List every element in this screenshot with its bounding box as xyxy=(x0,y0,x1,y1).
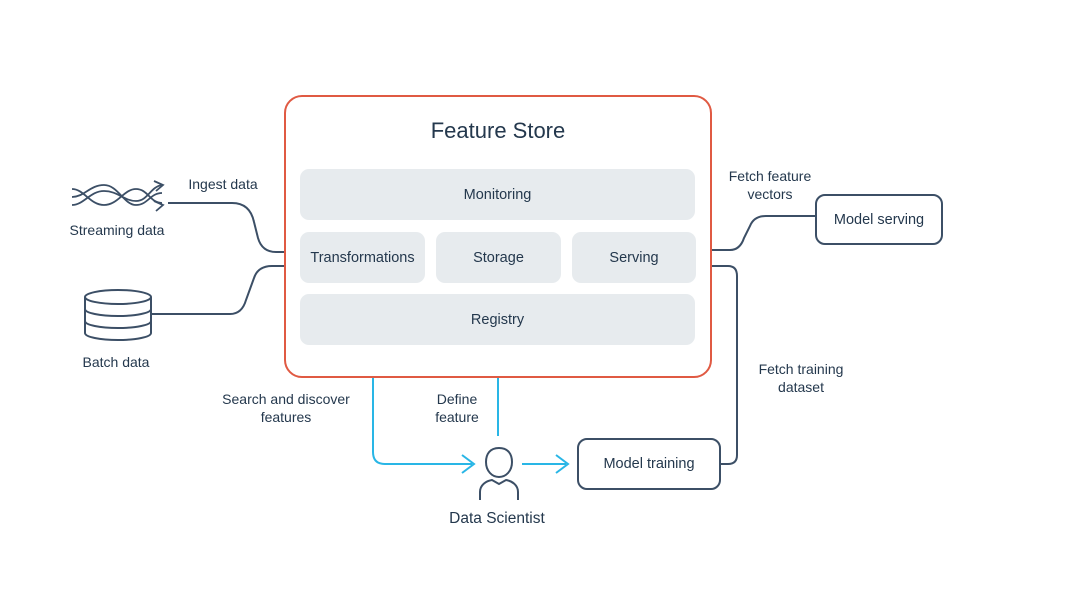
search-discover-arrow xyxy=(372,352,472,465)
database-icon xyxy=(84,289,152,342)
monitoring-module: Monitoring xyxy=(300,169,695,220)
define-line1: Define xyxy=(436,391,478,407)
storage-module: Storage xyxy=(436,232,561,283)
search-line1: Search and discover xyxy=(222,391,350,407)
fetch-vectors-connector xyxy=(712,215,816,251)
transformations-module: Transformations xyxy=(300,232,425,283)
model-training-box: Model training xyxy=(577,438,721,490)
fetch-vectors-line1: Fetch feature xyxy=(728,168,812,184)
ingest-streaming-connector xyxy=(168,202,284,253)
search-discover-label: Search and discover features xyxy=(211,390,361,426)
model-serving-box: Model serving xyxy=(815,194,943,245)
batch-data-label: Batch data xyxy=(82,354,150,370)
registry-module: Registry xyxy=(300,294,695,345)
fetch-vectors-line2: vectors xyxy=(747,186,793,202)
define-line2: feature xyxy=(435,409,479,425)
serving-module: Serving xyxy=(572,232,696,283)
ingest-data-label: Ingest data xyxy=(188,176,258,192)
fetch-training-connector xyxy=(712,265,738,465)
fetch-feature-vectors-label: Fetch feature vectors xyxy=(715,167,825,203)
person-icon xyxy=(479,446,519,500)
streaming-data-icon xyxy=(71,180,165,212)
fetch-training-line1: Fetch training xyxy=(758,361,844,377)
ingest-batch-connector xyxy=(152,265,284,315)
data-scientist-label: Data Scientist xyxy=(449,510,545,527)
search-line2: features xyxy=(260,409,312,425)
fetch-training-dataset-label: Fetch training dataset xyxy=(746,360,856,396)
fetch-training-line2: dataset xyxy=(778,379,824,395)
define-feature-label: Define feature xyxy=(417,390,497,426)
streaming-data-label: Streaming data xyxy=(69,222,165,238)
feature-store-title: Feature Store xyxy=(430,118,566,143)
